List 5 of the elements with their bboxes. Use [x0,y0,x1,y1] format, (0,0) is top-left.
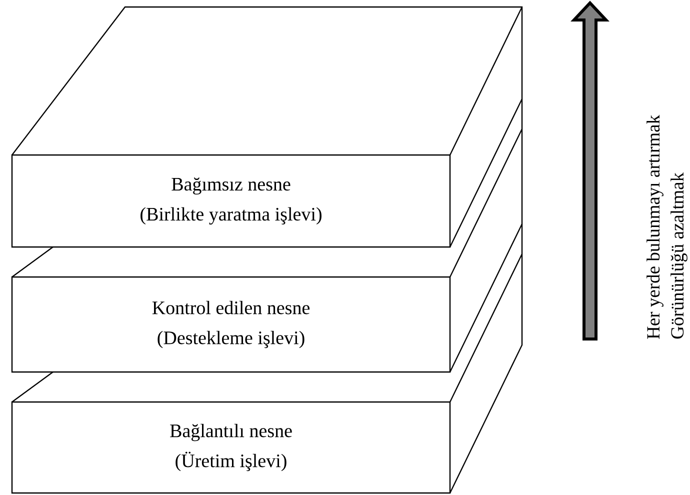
rotated-label: Görünürlüğü azaltmak [670,172,688,339]
slab-box: Bağlantılı nesne (Üretim işlevi) [11,372,451,494]
rotated-label: Her yerde bulunmayı artırmak [646,114,664,339]
slab-box: Kontrol edilen nesne (Destekleme işlevi) [11,246,451,373]
slab-box: Bağımsız nesne (Birlikte yaratma işlevi) [11,6,523,248]
